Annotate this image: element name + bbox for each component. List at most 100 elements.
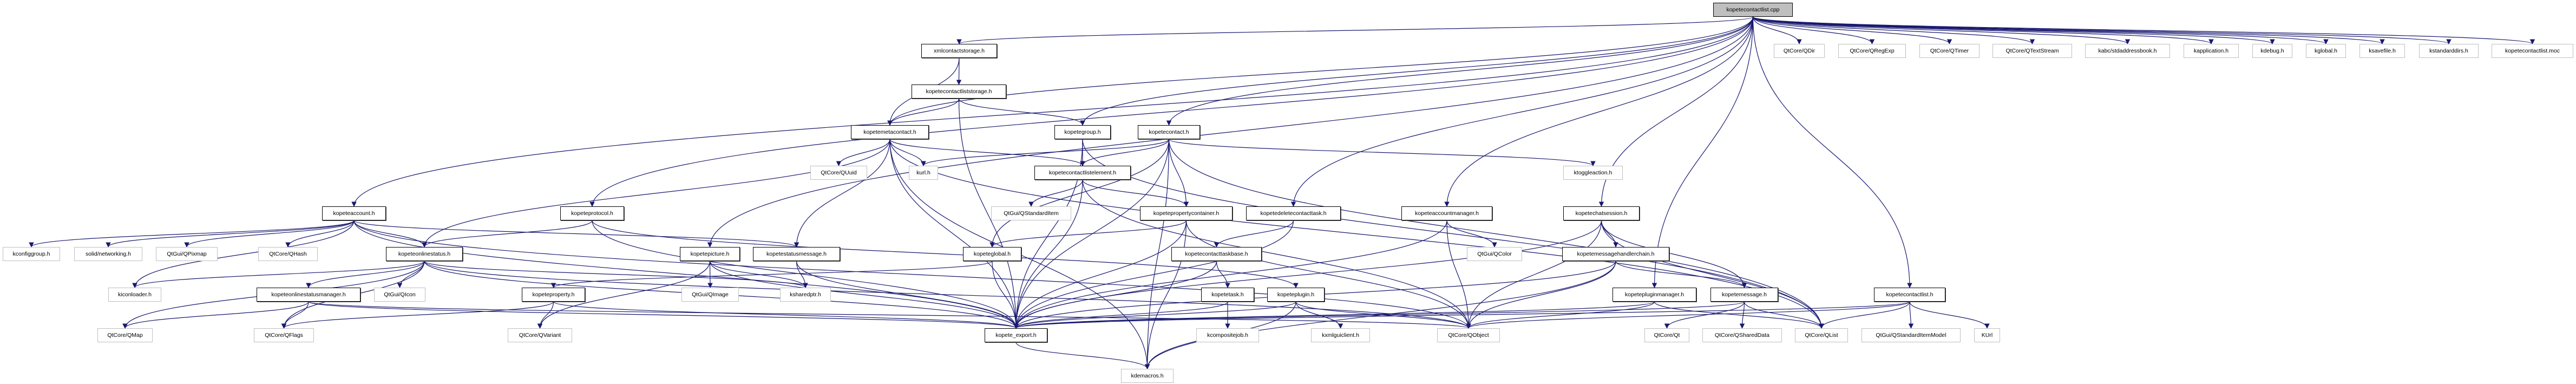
edge-account-to-qhash bbox=[285, 220, 355, 248]
edge-protocol-to-onlinestatus bbox=[422, 220, 593, 248]
node-qtextstream: QtCore/QTextStream bbox=[1992, 44, 2072, 58]
node-property[interactable]: kopeteproperty.h bbox=[522, 288, 585, 302]
edge-deletetask-to-taskbase bbox=[1214, 220, 1294, 248]
edge-deletetask-to-export bbox=[1013, 220, 1294, 329]
node-accountmgr[interactable]: kopeteaccountmanager.h bbox=[1401, 206, 1492, 220]
node-qimage: QtGui/QImage bbox=[681, 288, 739, 302]
edge-accountmgr-to-qcolor bbox=[1446, 220, 1497, 248]
node-picture[interactable]: kopetepicture.h bbox=[680, 247, 740, 261]
edge-chatsession-to-qobject bbox=[1466, 220, 1602, 329]
node-ktoggle: ktoggleaction.h bbox=[1563, 166, 1623, 180]
node-qobject: QtCore/QObject bbox=[1437, 328, 1500, 342]
edge-accountmgr-to-export bbox=[1013, 220, 1447, 329]
edge-statusmessage-to-export bbox=[796, 261, 1019, 329]
node-metacontact[interactable]: kopetemetacontact.h bbox=[851, 125, 929, 139]
node-statusmessage[interactable]: kopetestatusmessage.h bbox=[753, 247, 840, 261]
node-handlerchain[interactable]: kopetemessagehandlerchain.h bbox=[1562, 247, 1669, 261]
edge-protocol-to-export bbox=[592, 220, 1019, 329]
edge-metacontact-to-quuid bbox=[836, 139, 890, 166]
edge-cpp-to-deletetask bbox=[1290, 16, 1754, 207]
edge-account-to-solid bbox=[106, 220, 355, 248]
edge-accountmgr-to-qobject bbox=[1446, 220, 1471, 329]
edge-cpp-to-accountmgr bbox=[1444, 16, 1754, 207]
node-qlist: QtCore/QList bbox=[1795, 328, 1848, 342]
node-kxmlguiclient: kxmlguiclient.h bbox=[1311, 328, 1370, 342]
node-statusmgr[interactable]: kopeteonlinestatusmanager.h bbox=[257, 288, 360, 302]
node-chatsession[interactable]: kopetechatsession.h bbox=[1563, 206, 1640, 220]
edge-message-to-export bbox=[1013, 301, 1745, 329]
edge-listelement-to-export bbox=[1013, 179, 1083, 329]
edge-property-to-qflags bbox=[281, 301, 554, 329]
edge-global-to-export bbox=[992, 261, 1019, 329]
edge-property-to-export bbox=[553, 301, 1019, 329]
edge-contact-to-qlist bbox=[1168, 139, 1824, 329]
edge-propcontainer-to-export bbox=[1013, 220, 1187, 329]
edge-listelement-to-qobject bbox=[1082, 179, 1471, 329]
node-xmlstorage[interactable]: xmlcontactstorage.h bbox=[921, 44, 997, 58]
node-contact[interactable]: kopetecontact.h bbox=[1138, 125, 1200, 139]
edge-cpp-to-account bbox=[351, 16, 1754, 207]
edge-metacontact-to-statusmessage bbox=[794, 139, 890, 248]
node-qt: QtCore/Qt bbox=[1644, 328, 1689, 342]
edge-liststorage-to-metacontact bbox=[887, 98, 960, 126]
edge-message-to-qshareddata bbox=[1739, 301, 1745, 329]
edge-propcontainer-to-global bbox=[989, 220, 1187, 248]
edge-picture-to-export bbox=[709, 261, 1019, 329]
edge-onlinestatus-to-ksharedptr bbox=[424, 261, 808, 288]
node-cpp[interactable]: kopetecontactlist.cpp bbox=[1713, 3, 1793, 17]
node-quuid: QtCore/QUuid bbox=[810, 166, 867, 180]
node-qicon: QtGui/QIcon bbox=[374, 288, 425, 302]
node-kapplication: kapplication.h bbox=[2184, 44, 2239, 58]
edge-account-to-kiconloader bbox=[132, 220, 355, 288]
edge-cpp-to-kglobal bbox=[1752, 16, 2329, 44]
node-qstditem: QtGui/QStandardItem bbox=[991, 206, 1071, 220]
node-kstandarddirs: kstandarddirs.h bbox=[2419, 44, 2479, 58]
edge-account-to-qpixmap bbox=[184, 220, 355, 248]
node-onlinestatus[interactable]: kopeteonlinestatus.h bbox=[386, 247, 463, 261]
node-kdemacros: kdemacros.h bbox=[1121, 369, 1174, 383]
edge-statusmgr-to-export bbox=[308, 301, 1019, 329]
edge-handlerchain-to-qobject bbox=[1466, 261, 1616, 329]
node-propcontainer[interactable]: kopetepropertycontainer.h bbox=[1140, 206, 1233, 220]
edge-export-to-kdemacros bbox=[1015, 342, 1150, 369]
edge-contactlist-to-qlist bbox=[1819, 301, 1910, 329]
edge-chatsession-to-export bbox=[1013, 220, 1602, 329]
node-plugin[interactable]: kopeteplugin.h bbox=[1267, 288, 1325, 302]
edge-statusmgr-to-qflags bbox=[281, 301, 309, 329]
node-task[interactable]: kopetetask.h bbox=[1201, 288, 1254, 302]
node-qmap: QtCore/QMap bbox=[97, 328, 153, 342]
node-pluginmgr[interactable]: kopetepluginmanager.h bbox=[1613, 288, 1696, 302]
edge-contact-to-kdemacros bbox=[1144, 139, 1170, 369]
node-liststorage[interactable]: kopetecontactliststorage.h bbox=[912, 84, 1006, 99]
edge-cpp-to-kapplication bbox=[1752, 16, 2214, 44]
node-protocol[interactable]: kopeteprotocol.h bbox=[560, 206, 624, 220]
node-global[interactable]: kopeteglobal.h bbox=[963, 247, 1021, 261]
edge-cpp-to-contactlist bbox=[1752, 16, 1912, 288]
node-kconfiggroup: kconfiggroup.h bbox=[3, 247, 60, 261]
edge-taskbase-to-task bbox=[1216, 261, 1230, 288]
node-taskbase[interactable]: kopetecontacttaskbase.h bbox=[1171, 247, 1262, 261]
node-listelement[interactable]: kopetecontactlistelement.h bbox=[1034, 166, 1131, 180]
node-export[interactable]: kopete_export.h bbox=[985, 328, 1047, 342]
edge-plugin-to-export bbox=[1013, 301, 1296, 329]
node-group[interactable]: kopetegroup.h bbox=[1054, 125, 1111, 139]
node-contactlist[interactable]: kopetecontactlist.h bbox=[1874, 288, 1945, 302]
node-message[interactable]: kopetemessage.h bbox=[1710, 288, 1778, 302]
node-solid: solid/networking.h bbox=[74, 247, 142, 261]
node-KUrl: KUrl bbox=[1974, 328, 2000, 342]
edge-contactlist-to-export bbox=[1013, 301, 1910, 329]
edge-cpp-to-qtimer bbox=[1752, 16, 1952, 44]
edge-cpp-to-metacontact bbox=[887, 16, 1754, 126]
edge-contact-to-ktoggle bbox=[1168, 139, 1596, 166]
edge-handlerchain-to-message bbox=[1615, 261, 1747, 288]
edge-propcontainer-to-qobject bbox=[1185, 220, 1471, 329]
edge-account-to-export bbox=[353, 220, 1019, 329]
edge-cpp-to-group bbox=[1080, 16, 1754, 126]
edge-statusmessage-to-ksharedptr bbox=[796, 261, 808, 288]
node-account[interactable]: kopeteaccount.h bbox=[322, 206, 386, 220]
edge-account-to-onlinestatus bbox=[353, 220, 427, 248]
edge-cpp-to-qregexp bbox=[1752, 16, 1875, 44]
edge-contact-to-propcontainer bbox=[1168, 139, 1189, 207]
node-deletetask[interactable]: kopetedeletecontacttask.h bbox=[1246, 206, 1341, 220]
node-qstditemmodel: QtGui/QStandardItemModel bbox=[1861, 328, 1961, 342]
